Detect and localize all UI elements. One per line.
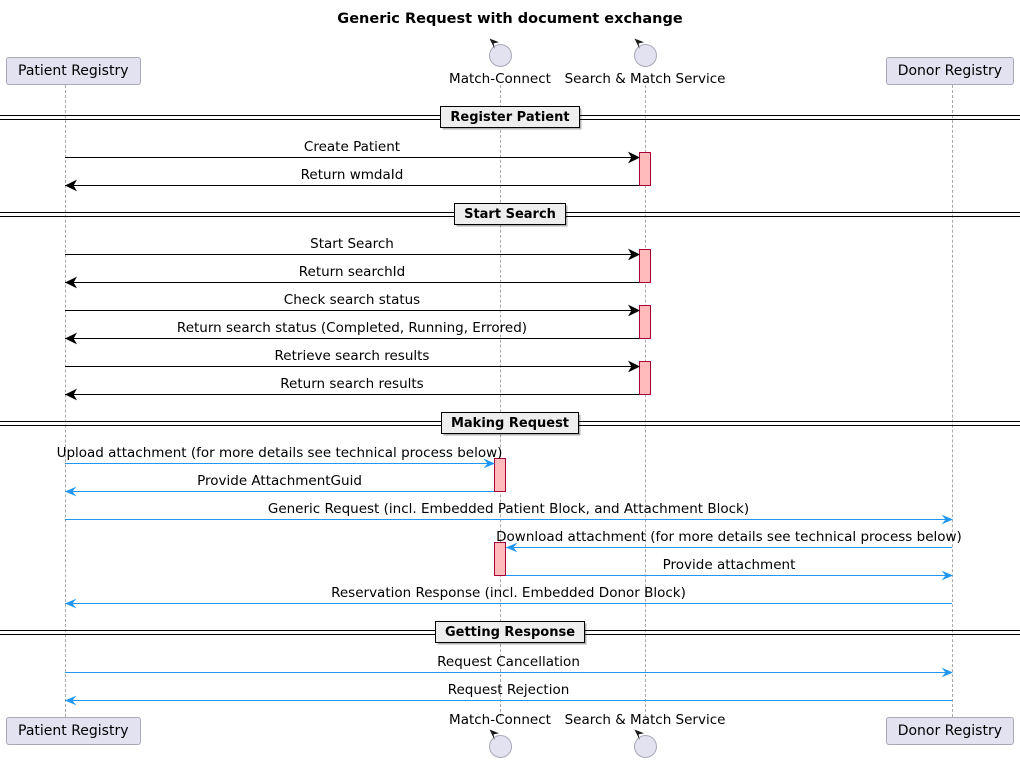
activation-bar-match-connect (494, 542, 506, 576)
message-arrowhead-right (941, 514, 953, 524)
message-arrowhead-right (941, 667, 953, 677)
message-label: Request Cancellation (437, 654, 580, 670)
message-arrowhead-right (628, 304, 640, 316)
message-line (506, 547, 952, 548)
message-arrowhead-left (65, 598, 77, 608)
message-line (65, 254, 639, 255)
message-label: Reservation Response (incl. Embedded Don… (331, 585, 686, 601)
message-line (65, 700, 952, 701)
message-arrowhead-right (941, 570, 953, 580)
message-label: Request Rejection (447, 682, 570, 698)
message-line (65, 519, 952, 520)
message-arrowhead-right (628, 151, 640, 163)
activation-bar-search-match-service (639, 152, 651, 186)
message-arrowhead-left (65, 388, 77, 400)
message-line (65, 185, 639, 186)
lifeline-donor-registry (952, 85, 953, 717)
divider-label-start-search: Start Search (454, 203, 566, 225)
message-line (65, 672, 952, 673)
participant-label-search-match-service-bottom: Search & Match Service (564, 712, 726, 728)
participant-control-match-connect-top[interactable] (488, 43, 512, 67)
participant-box-patient-registry-top[interactable]: Patient Registry (6, 57, 141, 85)
message-arrowhead-right (628, 360, 640, 372)
message-arrowhead-left (65, 695, 77, 705)
participant-label-match-connect-bottom: Match-Connect (449, 712, 551, 728)
message-label: Generic Request (incl. Embedded Patient … (267, 501, 750, 517)
divider-label-getting-response: Getting Response (434, 621, 586, 643)
message-line (506, 575, 952, 576)
message-line (65, 338, 639, 339)
participant-control-match-connect-bottom[interactable] (488, 734, 512, 758)
message-label: Provide AttachmentGuid (197, 473, 362, 489)
participant-box-donor-registry-bottom[interactable]: Donor Registry (885, 717, 1014, 745)
participant-label-match-connect-top: Match-Connect (449, 71, 551, 87)
divider-label-making-request: Making Request (440, 412, 580, 434)
message-arrowhead-right (483, 458, 495, 468)
activation-bar-match-connect (494, 458, 506, 492)
message-line (65, 366, 639, 367)
activation-bar-search-match-service (639, 249, 651, 283)
message-line (65, 463, 494, 464)
message-label: Return search results (280, 376, 424, 392)
participant-box-donor-registry-top[interactable]: Donor Registry (885, 57, 1014, 85)
message-arrowhead-left (65, 179, 77, 191)
message-label: Check search status (283, 292, 421, 308)
message-label: Start Search (310, 236, 394, 252)
participant-box-patient-registry-bottom[interactable]: Patient Registry (6, 717, 141, 745)
page-title: Generic Request with document exchange (337, 11, 683, 27)
message-arrowhead-left (65, 276, 77, 288)
activation-bar-search-match-service (639, 361, 651, 395)
participant-label-search-match-service-top: Search & Match Service (564, 71, 726, 87)
message-label: Return searchId (298, 264, 406, 280)
participant-control-search-match-service-bottom[interactable] (633, 734, 657, 758)
message-label: Create Patient (303, 139, 401, 155)
message-arrowhead-left (65, 486, 77, 496)
message-arrowhead-left (506, 542, 518, 552)
lifeline-match-connect (500, 85, 501, 717)
message-label: Return search status (Completed, Running… (176, 320, 528, 336)
message-label: Retrieve search results (274, 348, 430, 364)
message-arrowhead-right (628, 248, 640, 260)
message-label: Download attachment (for more details se… (496, 529, 962, 545)
message-label: Provide attachment (662, 557, 796, 573)
message-line (65, 157, 639, 158)
lifeline-patient-registry (65, 85, 66, 717)
message-label: Upload attachment (for more details see … (56, 445, 503, 461)
activation-bar-search-match-service (639, 305, 651, 339)
lifeline-search-match-service (645, 85, 646, 717)
message-line (65, 603, 952, 604)
message-arrowhead-left (65, 332, 77, 344)
message-line (65, 394, 639, 395)
message-line (65, 310, 639, 311)
message-line (65, 282, 639, 283)
message-label: Return wmdaId (300, 167, 404, 183)
message-line (65, 491, 494, 492)
participant-control-search-match-service-top[interactable] (633, 43, 657, 67)
divider-label-register-patient: Register Patient (440, 106, 580, 128)
